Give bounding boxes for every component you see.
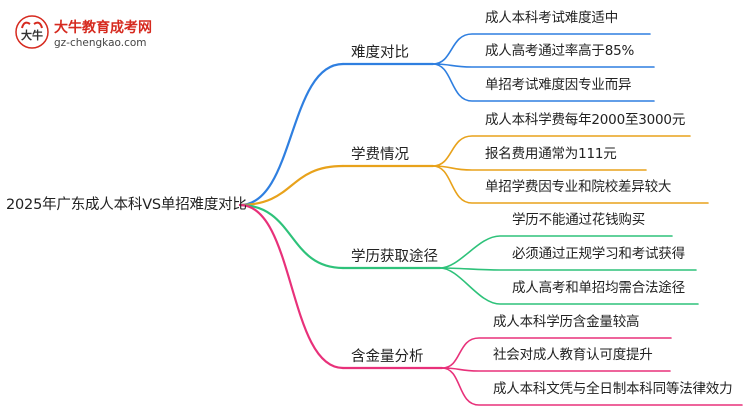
leaf-link-2-2 — [432, 165, 647, 171]
leaf-difficulty-1: 成人本科考试难度适中 — [485, 10, 618, 26]
leaf-link-3-1 — [439, 235, 673, 269]
leaf-link-1-3 — [432, 63, 655, 102]
leaf-link-1-1 — [432, 33, 651, 65]
logo-url: gz-chengkao.com — [54, 37, 147, 49]
leaf-link-3-2 — [439, 267, 697, 271]
leaf-path-3: 成人高考和单招均需合法途径 — [512, 280, 685, 296]
leaf-link-2-1 — [432, 135, 691, 167]
leaf-value-2: 社会对成人教育认可度提升 — [493, 347, 653, 363]
branch-degree-path-label: 学历获取途径 — [351, 249, 438, 265]
root-link-4 — [238, 203, 345, 370]
leaf-value-3: 成人本科文凭与全日制本科同等法律效力 — [493, 381, 733, 397]
branch-value-label: 含金量分析 — [351, 349, 424, 365]
leaf-tuition-3: 单招学费因专业和院校差异较大 — [485, 179, 672, 195]
logo-title: 大牛教育成考网 — [54, 20, 152, 36]
leaf-link-4-3 — [441, 367, 743, 406]
leaf-difficulty-3: 单招考试难度因专业而异 — [485, 77, 632, 93]
leaf-tuition-1: 成人本科学费每年2000至3000元 — [485, 112, 686, 128]
leaf-tuition-2: 报名费用通常为111元 — [485, 146, 617, 162]
leaf-link-4-2 — [441, 367, 671, 372]
branch-tuition-label: 学费情况 — [351, 147, 409, 163]
leaf-path-2: 必须通过正规学习和考试获得 — [512, 246, 685, 262]
leaf-link-1-2 — [432, 63, 655, 68]
leaf-link-2-3 — [432, 165, 709, 204]
root-link-3 — [238, 203, 345, 270]
bull-logo-icon: 大牛 — [15, 15, 49, 49]
leaf-path-1: 学历不能通过花钱购买 — [512, 212, 645, 228]
site-logo[interactable]: 大牛 大牛教育成考网 gz-chengkao.com — [14, 14, 174, 54]
leaf-link-3-3 — [439, 267, 699, 305]
leaf-value-1: 成人本科学历含金量较高 — [493, 314, 640, 330]
root-topic: 2025年广东成人本科VS单招难度对比 — [6, 197, 247, 213]
leaf-difficulty-2: 成人高考通过率高于85% — [485, 43, 635, 59]
root-link-2 — [238, 164, 345, 207]
branch-difficulty-label: 难度对比 — [351, 45, 409, 61]
logo-mark-text: 大牛 — [21, 28, 43, 42]
root-link-1 — [238, 62, 345, 207]
leaf-link-4-1 — [441, 337, 672, 369]
